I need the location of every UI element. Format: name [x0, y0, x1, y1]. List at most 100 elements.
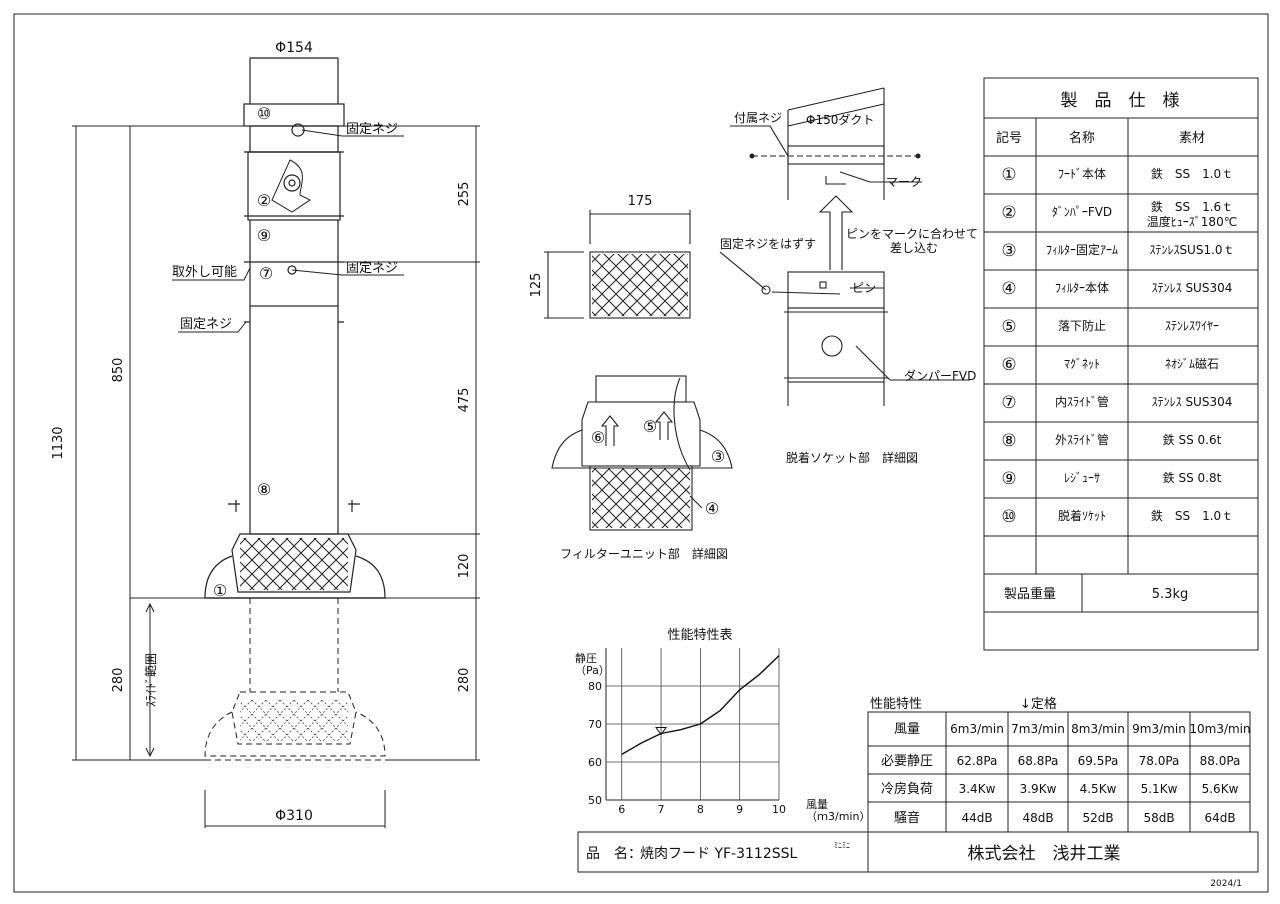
weight-label: 製品重量	[1004, 586, 1056, 602]
spec-row-no: ②	[1001, 203, 1016, 223]
remove-screw-label: 固定ネジをはずす	[720, 236, 816, 251]
marker-7: ⑦	[259, 264, 273, 283]
spec-row-no: ⑦	[1001, 393, 1016, 413]
chart-xtick-label: 6	[618, 803, 625, 816]
marker-5: ⑤	[643, 417, 657, 436]
sheet-border	[13, 13, 1269, 893]
weight-value: 5.3kg	[1152, 587, 1188, 602]
chart-series-line	[621, 655, 780, 756]
hood-elevation	[204, 57, 386, 761]
right-dimensions	[338, 125, 480, 761]
chart-title: 性能特性表	[667, 628, 732, 643]
perf-header-cell: 9m3/min	[1132, 722, 1186, 736]
socket-caption: 脱着ソケット部 詳細図	[786, 450, 918, 465]
pin-label: ピン	[852, 281, 876, 295]
marker-2: ②	[257, 191, 271, 210]
marker-1: ①	[213, 581, 227, 600]
height-255-dim: 255	[457, 182, 472, 207]
spec-header-name: 名称	[1069, 130, 1095, 146]
chart-xtick-label: 9	[736, 803, 743, 816]
total-height-dim: 1130	[51, 426, 66, 459]
perf-cell: 88.0Pa	[1200, 754, 1241, 768]
chart-rated-point	[655, 727, 668, 736]
perf-cell: 3.4Kw	[959, 782, 996, 796]
left-dimensions	[72, 125, 250, 761]
perf-cell: 3.9Kw	[1020, 782, 1057, 796]
spec-row-name: ﾌｨﾙﾀｰ固定ｱｰﾑ	[1046, 242, 1118, 257]
marker-6: ⑥	[591, 428, 605, 447]
perf-header-cell: 風量	[894, 722, 920, 737]
height-280-right-dim: 280	[457, 668, 472, 693]
perf-cell: 52dB	[1082, 811, 1113, 825]
spec-row-name: 内ｽﾗｲﾄﾞ管	[1055, 394, 1109, 409]
perf-cell: 5.6Kw	[1202, 782, 1239, 796]
perf-header-cell: 10m3/min	[1189, 722, 1250, 736]
chart-ytick-label: 50	[588, 794, 602, 807]
chart-xtick-label: 8	[697, 803, 704, 816]
marker-10: ⑩	[257, 104, 271, 123]
spec-row-name: ﾏｸﾞﾈｯﾄ	[1064, 357, 1100, 371]
spec-row-name: 脱着ｿｹｯﾄ	[1058, 508, 1106, 523]
perf-cell: 48dB	[1022, 811, 1053, 825]
perf-row-label: 騒音	[894, 810, 920, 826]
spec-row-material: 鉄 SS 0.8t	[1163, 470, 1222, 485]
perf-cell: 44dB	[961, 811, 992, 825]
attached-screw-label: 付属ネジ	[734, 111, 782, 125]
perf-row-label: 冷房負荷	[881, 781, 933, 797]
spec-row-name: 外ｽﾗｲﾄﾞ管	[1055, 432, 1109, 447]
spec-row-material: ｽﾃﾝﾚｽ SUS304	[1152, 281, 1233, 295]
spec-row-material: ｽﾃﾝﾚｽ SUS304	[1152, 395, 1233, 409]
spec-row-name: ﾀﾞﾝﾊﾟｰFVD	[1052, 205, 1112, 219]
insert-note-line1: ピンをマークに合わせて	[846, 226, 978, 241]
chart-xtick-label: 10	[772, 803, 786, 816]
height-475-dim: 475	[457, 388, 472, 413]
product-suffix: ﾐﾆﾐﾆ	[834, 841, 850, 850]
fixing-screw-label-left: 固定ネジ	[180, 317, 232, 332]
perf-cell: 68.8Pa	[1018, 754, 1059, 768]
chart-xlabel: 風量	[806, 798, 828, 811]
filter-height-dim: 125	[529, 273, 544, 298]
title-block	[577, 831, 1259, 873]
marker-9: ⑨	[257, 226, 271, 245]
perf-cell: 4.5Kw	[1080, 782, 1117, 796]
filter-width-dim: 175	[628, 194, 653, 209]
perf-title: 性能特性	[870, 697, 922, 712]
leader-lines	[172, 129, 404, 333]
spec-row-material: ｽﾃﾝﾚｽﾜｲﾔｰ	[1165, 319, 1219, 333]
marker-8: ⑧	[257, 480, 271, 499]
height-280-left-dim: 280	[111, 668, 126, 693]
marker-4: ④	[705, 499, 719, 518]
spec-row-no: ⑤	[1001, 317, 1016, 337]
filter-detail	[544, 210, 733, 531]
height-120-dim: 120	[457, 554, 472, 579]
chart-ytick-label: 80	[588, 680, 602, 693]
slide-range-label: ｽﾗｲﾄﾞ範囲	[143, 653, 158, 707]
product-name: 焼肉フード YF-3112SSL	[640, 846, 798, 862]
filter-caption: フィルターユニット部 詳細図	[560, 546, 728, 561]
fixing-screw-label-top: 固定ネジ	[346, 122, 398, 137]
chart-ytick-label: 60	[588, 756, 602, 769]
top-diameter-dim: Φ154	[275, 40, 313, 56]
spec-header-no: 記号	[996, 130, 1022, 146]
spec-row-no: ④	[1001, 279, 1016, 299]
perf-header-cell: 6m3/min	[950, 722, 1004, 736]
bottom-dimension	[204, 790, 386, 828]
spec-row-no: ⑥	[1001, 355, 1016, 375]
spec-row-name: ﾚｼﾞｭｰｻ	[1064, 471, 1100, 485]
fixing-screw-label-mid: 固定ネジ	[346, 261, 398, 276]
spec-row-material-2: 温度ﾋｭｰｽﾞ180℃	[1147, 214, 1237, 229]
spec-header-material: 素材	[1179, 131, 1205, 146]
rated-marker: ↓定格	[1020, 696, 1057, 712]
spec-row-material: 鉄 SS 1.0ｔ	[1151, 166, 1233, 181]
spec-row-name: ﾌｨﾙﾀｰ本体	[1055, 281, 1109, 295]
removable-label: 取外し可能	[172, 265, 237, 280]
spec-row-no: ③	[1001, 241, 1016, 261]
chart-ylabel: 静圧	[575, 651, 597, 665]
spec-row-name: ﾌｰﾄﾞ本体	[1058, 167, 1106, 181]
spec-row-name: 落下防止	[1058, 318, 1106, 333]
product-label: 品 名：	[586, 846, 642, 862]
height-850-dim: 850	[111, 358, 126, 383]
spec-row-material: 鉄 SS 1.6ｔ	[1151, 199, 1233, 214]
chart-yunit: （Pa）	[575, 664, 610, 677]
spec-row-no: ⑩	[1001, 507, 1016, 527]
